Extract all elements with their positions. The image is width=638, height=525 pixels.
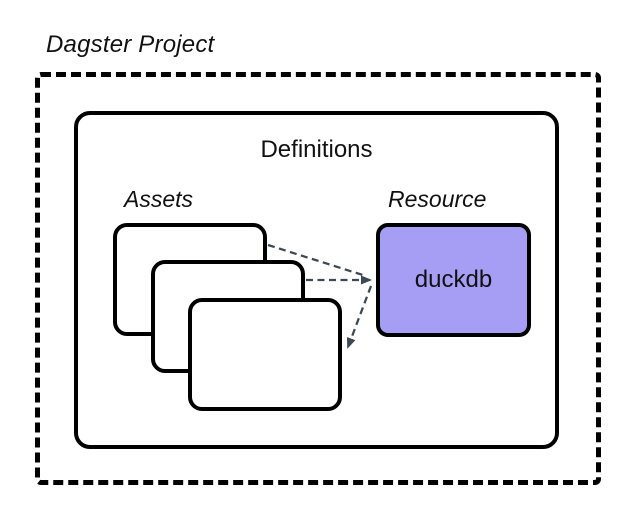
resource-box: duckdb — [376, 223, 531, 337]
asset-card — [188, 298, 342, 411]
assets-group-label: Assets — [124, 186, 194, 212]
resource-name-label: duckdb — [414, 266, 493, 293]
definitions-title: Definitions — [260, 136, 373, 163]
project-boundary-dashed-box — [35, 72, 601, 485]
resource-group-label: Resource — [388, 186, 487, 212]
project-title: Dagster Project — [46, 31, 215, 58]
